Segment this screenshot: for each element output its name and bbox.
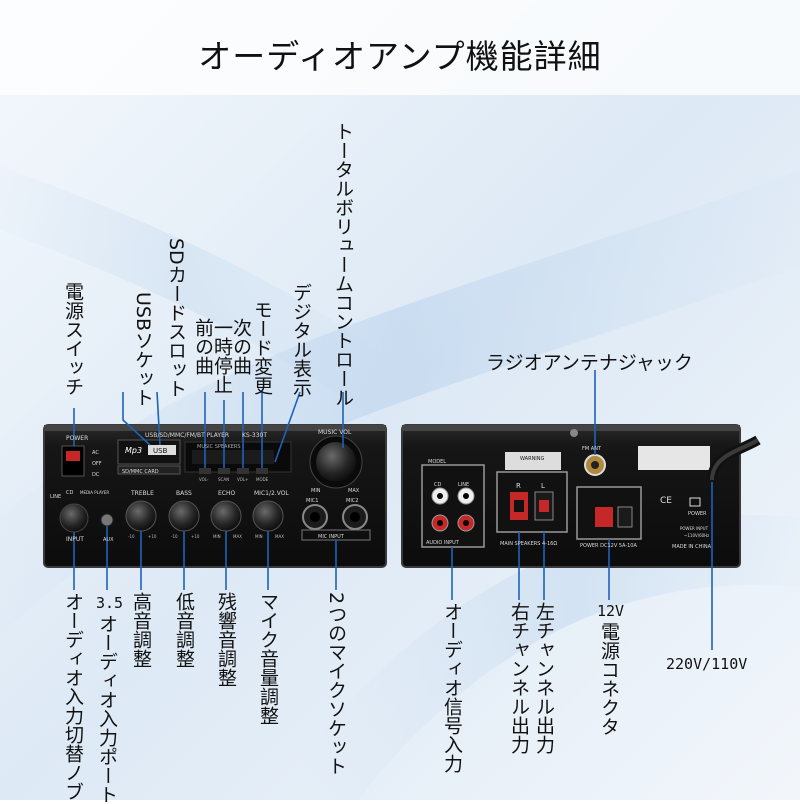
svg-text:MIC1: MIC1 [306, 498, 318, 504]
svg-text:L: L [541, 482, 545, 490]
svg-text:MAX: MAX [275, 534, 284, 539]
svg-text:USB/SD/MMC/FM/BT PLAYER: USB/SD/MMC/FM/BT PLAYER [145, 432, 229, 439]
label-mic-volume: マイク音量調整 [257, 592, 279, 725]
svg-text:BASS: BASS [176, 490, 192, 497]
svg-text:MADE IN CHINA: MADE IN CHINA [672, 544, 712, 550]
svg-text:MAX: MAX [348, 488, 360, 494]
svg-text:INPUT: INPUT [66, 536, 84, 543]
svg-text:SCAN: SCAN [218, 477, 229, 482]
svg-text:FM ANT: FM ANT [582, 446, 602, 452]
label-right-channel-out: 右チャンネル出力 [508, 602, 530, 754]
svg-text:MIN: MIN [255, 534, 263, 539]
svg-text:KS-330T: KS-330T [242, 432, 267, 439]
svg-text:R: R [516, 482, 521, 490]
label-radio-antenna: ラジオアンテナジャック [486, 348, 693, 375]
label-audio-input-knob: オーディオ入力切替ノブ [62, 592, 84, 801]
svg-text:MODEL: MODEL [428, 459, 446, 465]
svg-text:POWER DC12V 5A-10A: POWER DC12V 5A-10A [580, 543, 637, 549]
svg-text:Mp3: Mp3 [125, 446, 142, 455]
label-mode-change: モード変更 [251, 300, 273, 395]
svg-text:MIN: MIN [213, 534, 221, 539]
svg-text:AC: AC [92, 450, 99, 456]
label-treble: 高音調整 [130, 592, 152, 668]
svg-text:MIC INPUT: MIC INPUT [318, 534, 345, 540]
svg-text:MIC1/2.VOL: MIC1/2.VOL [254, 490, 289, 497]
svg-text:CE: CE [660, 496, 672, 506]
label-aux-port: オーディオ入力ポート [96, 614, 118, 804]
svg-text:VOL+: VOL+ [237, 477, 248, 482]
svg-text:MIN: MIN [311, 488, 321, 494]
label-12v-num: 12V [597, 602, 624, 620]
svg-text:MIC2: MIC2 [346, 498, 358, 504]
svg-text:MAIN SPEAKERS 4-16Ω: MAIN SPEAKERS 4-16Ω [500, 541, 557, 547]
svg-text:AUX: AUX [103, 537, 114, 543]
label-two-mic-sockets: 2つのマイクソケット [325, 592, 347, 775]
svg-text:POWER: POWER [688, 511, 707, 517]
svg-text:MUSIC VOL: MUSIC VOL [318, 429, 352, 436]
svg-text:MEDIA PLAYER: MEDIA PLAYER [80, 490, 109, 495]
front-power-label: POWER [66, 435, 88, 442]
label-power-switch: 電源スイッチ [62, 282, 84, 396]
svg-text:DC: DC [92, 472, 100, 478]
svg-text:+10: +10 [191, 534, 200, 539]
svg-text:~110V/60Hz: ~110V/60Hz [684, 533, 709, 538]
svg-text:CD: CD [434, 482, 441, 488]
svg-text:+10: +10 [148, 534, 157, 539]
label-mains-voltage: 220V/110V [666, 655, 747, 673]
svg-text:POWER INPUT: POWER INPUT [680, 526, 709, 531]
svg-text:VOL-: VOL- [199, 477, 209, 482]
label-left-channel-out: 左チャンネル出力 [533, 602, 555, 754]
svg-text:USB: USB [153, 447, 168, 455]
svg-text:WARNING: WARNING [520, 456, 545, 462]
svg-text:MAX: MAX [233, 534, 242, 539]
svg-text:MUSIC SPEAKERS: MUSIC SPEAKERS [197, 444, 241, 450]
label-audio-signal-input: オーディオ信号入力 [441, 602, 463, 773]
svg-text:LINE: LINE [50, 494, 61, 500]
svg-text:AUDIO INPUT: AUDIO INPUT [426, 540, 460, 546]
svg-text:SD/MMC CARD: SD/MMC CARD [122, 469, 159, 475]
svg-text:MODE: MODE [256, 477, 269, 482]
label-aux-port-num: 3.5 [96, 594, 123, 612]
label-sd-slot: SDカードスロット [143, 238, 187, 398]
label-echo: 残響音調整 [215, 592, 237, 687]
label-total-volume: トータルボリュームコントロール [332, 122, 354, 407]
svg-text:CD: CD [66, 490, 73, 496]
svg-text:OFF: OFF [92, 461, 102, 467]
svg-text:LINE: LINE [458, 482, 469, 488]
label-digital-display: デジタル表示 [290, 283, 312, 397]
svg-text:-10: -10 [171, 534, 178, 539]
svg-text:TREBLE: TREBLE [130, 490, 154, 497]
label-power-connector: 電源コネクタ [598, 622, 620, 736]
svg-text:-10: -10 [128, 534, 135, 539]
svg-text:ECHO: ECHO [218, 490, 235, 497]
label-next-track: 次の曲 [230, 318, 252, 375]
label-bass: 低音調整 [173, 592, 195, 668]
